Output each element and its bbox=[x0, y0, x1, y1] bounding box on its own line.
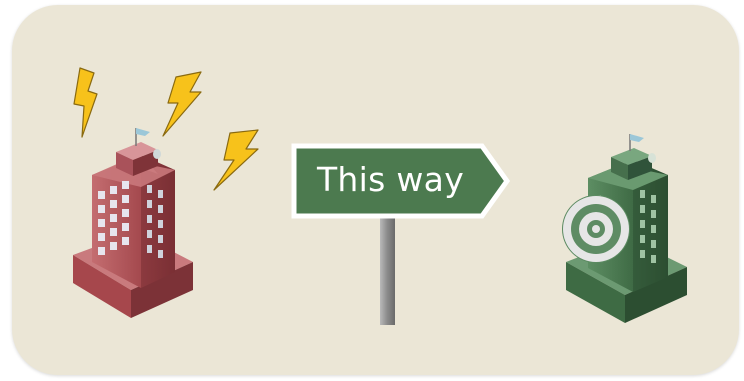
red-office-building-icon bbox=[73, 128, 193, 318]
lightning-bolt-icon bbox=[74, 68, 97, 137]
lightning-bolt-icon bbox=[163, 72, 201, 136]
bullseye-target-icon bbox=[562, 195, 630, 263]
sign-label: This way bbox=[303, 152, 478, 206]
lightning-bolt-icon bbox=[214, 130, 258, 190]
